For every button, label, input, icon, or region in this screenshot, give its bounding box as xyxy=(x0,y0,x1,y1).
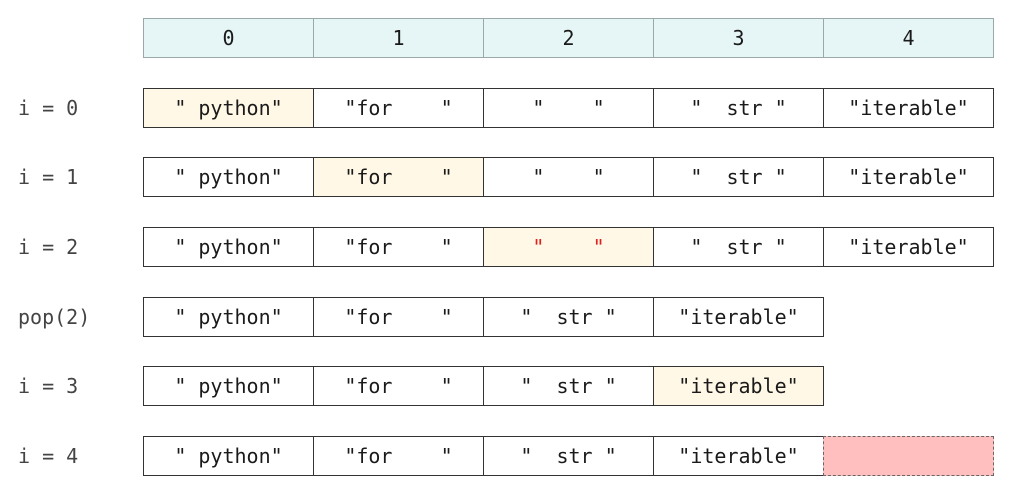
list-cell: " python" xyxy=(143,297,314,337)
list-cell: " python" xyxy=(143,436,314,476)
list-cell: " str " xyxy=(653,88,824,128)
list-cells: " python" "for " " str " "iterable" xyxy=(143,366,824,406)
list-cells: " python" "for " " " " str " "iterable" xyxy=(143,157,994,197)
step-row-i4: i = 4 " python" "for " " str " "iterable… xyxy=(0,436,1021,476)
step-row-i1: i = 1 " python" "for " " " " str " "iter… xyxy=(0,157,1021,197)
list-cell: "iterable" xyxy=(823,157,994,197)
list-cell: "iterable" xyxy=(823,227,994,267)
row-label: i = 1 xyxy=(18,165,79,189)
list-cell: "for " xyxy=(313,436,484,476)
list-cell: " python" xyxy=(143,366,314,406)
list-cell: " str " xyxy=(483,297,654,337)
step-row-i0: i = 0 " python" "for " " " " str " "iter… xyxy=(0,88,1021,128)
list-cell: " str " xyxy=(653,227,824,267)
list-cell: " str " xyxy=(653,157,824,197)
list-cell: " " xyxy=(483,157,654,197)
list-cell: "iterable" xyxy=(823,88,994,128)
list-cell: "for " xyxy=(313,366,484,406)
index-header-row: 0 1 2 3 4 xyxy=(0,18,1021,58)
row-label: i = 4 xyxy=(18,444,79,468)
list-cell: "for " xyxy=(313,227,484,267)
list-cells: " python" "for " " str " "iterable" xyxy=(143,436,994,476)
index-header-cells: 0 1 2 3 4 xyxy=(143,18,994,58)
index-cell-2: 2 xyxy=(483,18,654,58)
list-cell-current: "iterable" xyxy=(653,366,824,406)
row-label: i = 0 xyxy=(18,96,79,120)
list-cell: "for " xyxy=(313,88,484,128)
list-cell: " python" xyxy=(143,157,314,197)
step-row-i3: i = 3 " python" "for " " str " "iterable… xyxy=(0,366,1021,406)
list-cell: " " xyxy=(483,88,654,128)
list-cells: " python" "for " " " " str " "iterable" xyxy=(143,88,994,128)
step-row-i2: i = 2 " python" "for " " " " str " "iter… xyxy=(0,227,1021,267)
list-cell: " str " xyxy=(483,366,654,406)
out-of-range-cell xyxy=(823,436,994,476)
index-cell-0: 0 xyxy=(143,18,314,58)
list-cell: " python" xyxy=(143,227,314,267)
index-cell-4: 4 xyxy=(823,18,994,58)
row-label: pop(2) xyxy=(18,305,91,329)
list-cell: "iterable" xyxy=(653,297,824,337)
index-cell-1: 1 xyxy=(313,18,484,58)
row-label: i = 3 xyxy=(18,374,79,398)
list-cell: " str " xyxy=(483,436,654,476)
list-cell: "iterable" xyxy=(653,436,824,476)
list-cell: "for " xyxy=(313,297,484,337)
index-cell-3: 3 xyxy=(653,18,824,58)
row-label: i = 2 xyxy=(18,235,79,259)
list-cell-current: " python" xyxy=(143,88,314,128)
step-row-pop: pop(2) " python" "for " " str " "iterabl… xyxy=(0,297,1021,337)
list-cell-current: "for " xyxy=(313,157,484,197)
list-cells: " python" "for " " str " "iterable" xyxy=(143,297,824,337)
list-cell-removed: " " xyxy=(483,227,654,267)
list-cells: " python" "for " " " " str " "iterable" xyxy=(143,227,994,267)
